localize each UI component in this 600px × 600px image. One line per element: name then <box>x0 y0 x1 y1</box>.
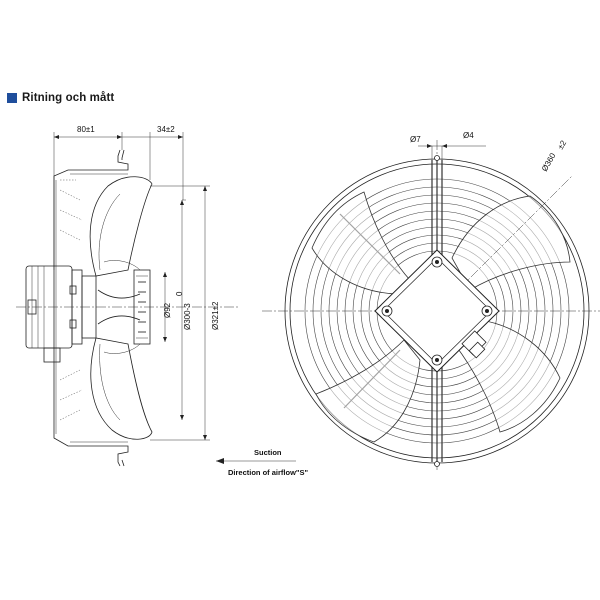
ring-mount-holes <box>434 155 440 467</box>
section-heading: Ritning och mått <box>7 92 114 104</box>
side-top-dimensions: 80±1 34±2 <box>53 125 184 270</box>
dim-bolt-circle-label: Ø360 <box>540 151 558 173</box>
motor-body <box>25 265 97 363</box>
dim-inner-label: Ø300-3 <box>183 303 192 330</box>
dim-blade-label: 34±2 <box>157 125 175 134</box>
airflow-direction-label: Direction of airflow"S" <box>228 468 308 477</box>
dim-hole-label: Ø7 <box>410 135 421 144</box>
airflow-indicator: Suction Direction of airflow"S" <box>216 448 308 477</box>
dim-bolt-circle-tolerance: ±2 <box>556 138 568 151</box>
dim-slot-label: Ø4 <box>463 131 474 140</box>
dim-outer-label: Ø321±2 <box>211 301 220 330</box>
cable-gland <box>461 330 487 359</box>
dim-hub-label: Ø92 <box>163 302 172 318</box>
dim-depth-label: 80±1 <box>77 125 95 134</box>
suction-label: Suction <box>254 448 282 457</box>
side-view: 80±1 34±2 <box>16 125 308 477</box>
heading-title: Ritning och mått <box>22 92 115 104</box>
front-view: Ø7 Ø4 Ø360 ±2 <box>262 131 600 470</box>
dim-inner-tolerance: 0 <box>175 291 184 296</box>
blade-side-profile <box>89 176 153 440</box>
heading-marker <box>7 93 17 103</box>
front-top-dimensions: Ø7 Ø4 Ø360 ±2 <box>410 131 568 173</box>
side-vertical-dimensions: Ø92 Ø300-3 0 Ø321±2 <box>150 185 220 441</box>
motor-cover <box>374 249 500 373</box>
